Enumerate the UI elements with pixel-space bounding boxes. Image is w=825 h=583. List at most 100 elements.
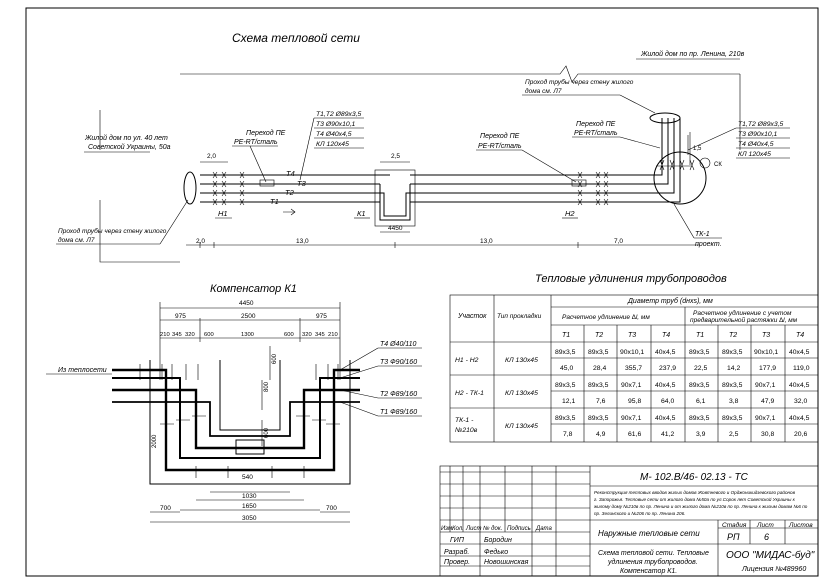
house-left-label-2: Советской Украины, 50а bbox=[88, 143, 171, 151]
svg-text:Подпись: Подпись bbox=[507, 526, 531, 532]
svg-text:Кол.: Кол. bbox=[452, 526, 464, 532]
svg-text:7,6: 7,6 bbox=[596, 398, 606, 405]
svg-text:89х3,5: 89х3,5 bbox=[689, 382, 710, 389]
svg-text:89х3,5: 89х3,5 bbox=[689, 415, 710, 422]
transition-right: Переход ПЕ bbox=[576, 120, 616, 128]
svg-text:Т2: Т2 bbox=[595, 332, 603, 339]
license: Лицензия №489960 bbox=[741, 566, 806, 573]
dim-4450: 4450 bbox=[239, 300, 254, 307]
compensator-loop bbox=[379, 184, 411, 221]
sheet-title-1: Схема тепловой сети. Тепловые bbox=[598, 549, 709, 557]
svg-text:Т1 Ф89/160: Т1 Ф89/160 bbox=[380, 409, 417, 416]
svg-text:355,7: 355,7 bbox=[625, 365, 642, 372]
svg-text:Н2 - ТК-1: Н2 - ТК-1 bbox=[455, 390, 484, 397]
transition-right-2: PE-RT/сталь bbox=[574, 130, 618, 137]
col-section: Участок bbox=[457, 313, 487, 320]
prov-role: Провер. bbox=[444, 559, 470, 566]
pass-left-label: Проход трубы через стену жилого bbox=[58, 227, 167, 235]
compensator-pipe-labels: Т4 Ø40/110 Т3 Ф90/160 Т2 Ф89/160 Т1 Ф89/… bbox=[339, 341, 422, 417]
svg-text:90х10,1: 90х10,1 bbox=[620, 349, 644, 356]
company-name: ООО "МИДАС-буд" bbox=[726, 549, 815, 561]
pass-right-label-2: дома см. Л7 bbox=[525, 87, 562, 95]
svg-text:89х3,5: 89х3,5 bbox=[722, 415, 743, 422]
svg-text:1300: 1300 bbox=[241, 332, 254, 338]
dim-700-right: 700 bbox=[326, 505, 337, 512]
pipe-heads: Т1 Т2 Т3 Т4 Т1 Т2 Т3 Т4 bbox=[562, 332, 804, 339]
pipe-label-t2: Т2 bbox=[285, 188, 295, 197]
svg-text:90х7,1: 90х7,1 bbox=[755, 415, 776, 422]
dim-2-0-bottom: 2,0 bbox=[196, 238, 205, 245]
svg-text:89х3,5: 89х3,5 bbox=[588, 349, 609, 356]
transition-left: Переход ПЕ bbox=[246, 129, 286, 137]
svg-text:89х3,5: 89х3,5 bbox=[722, 349, 743, 356]
svg-text:Т1: Т1 bbox=[696, 332, 704, 339]
dim-2500: 2500 bbox=[241, 313, 256, 320]
svg-text:Т3: Т3 bbox=[762, 332, 770, 339]
svg-text:345: 345 bbox=[315, 332, 325, 338]
house-left-label: Жилой дом по ул. 40 лет bbox=[84, 134, 168, 142]
svg-text:Т3 Ø90х10,1: Т3 Ø90х10,1 bbox=[316, 121, 356, 128]
sk-valve-icon bbox=[699, 157, 711, 169]
svg-text:89х3,5: 89х3,5 bbox=[555, 415, 576, 422]
transition-mid: Переход ПЕ bbox=[480, 132, 520, 140]
svg-text:89х3,5: 89х3,5 bbox=[689, 349, 710, 356]
dim-800: 800 bbox=[264, 381, 270, 392]
dim-975-right: 975 bbox=[316, 313, 327, 320]
svg-text:№ док.: № док. bbox=[483, 525, 502, 532]
network-scheme: Схема тепловой сети Жилой дом по ул. 40 … bbox=[56, 31, 790, 263]
col-diam: Диаметр труб (dнхs), мм bbox=[627, 297, 713, 305]
house-left-wall bbox=[99, 110, 180, 263]
dim-1-5: 1,5 bbox=[693, 146, 702, 152]
table-row: ТК-1 - №210в КЛ 130х45 89х3,5 89х3,5 90х… bbox=[455, 415, 810, 438]
sheet-frame bbox=[25, 7, 819, 577]
wall-pass-right bbox=[649, 112, 681, 124]
sheet-title-2: удлинения трубопроводов. bbox=[607, 558, 698, 566]
svg-text:40х4,5: 40х4,5 bbox=[655, 415, 676, 422]
doc-code: М- 102.В/46- 02.13 - ТС bbox=[640, 472, 749, 483]
prov-name: Новошинская bbox=[484, 559, 529, 566]
svg-text:Т2 Ф89/160: Т2 Ф89/160 bbox=[380, 391, 417, 398]
razr-role: Разраб. bbox=[444, 548, 469, 556]
gip-role: ГИП bbox=[450, 537, 465, 544]
svg-text:ТК-1 -: ТК-1 - bbox=[455, 417, 474, 424]
svg-text:320: 320 bbox=[185, 332, 195, 338]
house-right-label: Жилой дом по пр. Ленина, 210в bbox=[640, 50, 745, 58]
svg-text:95,8: 95,8 bbox=[628, 398, 641, 405]
node-n2: Н2 bbox=[565, 209, 575, 218]
svg-text:КЛ 130х45: КЛ 130х45 bbox=[505, 423, 538, 430]
dim-3050: 3050 bbox=[242, 515, 257, 522]
pipe-label-t4: Т4 bbox=[286, 169, 295, 178]
dim-1650: 1650 bbox=[242, 503, 257, 510]
svg-text:Дата: Дата bbox=[535, 526, 552, 532]
dim-540: 540 bbox=[242, 474, 253, 481]
svg-text:61,6: 61,6 bbox=[628, 431, 641, 438]
from-network-label: Из теплосети bbox=[58, 367, 107, 374]
network-title: Схема тепловой сети bbox=[232, 31, 360, 45]
svg-text:Лист: Лист bbox=[465, 526, 481, 532]
col-calc2: Расчетное удлинение с учетом bbox=[693, 309, 792, 317]
pipe-supports-left bbox=[212, 171, 275, 206]
svg-text:Т4 Ø40х4,5: Т4 Ø40х4,5 bbox=[316, 131, 352, 138]
svg-text:Т1,Т2 Ø89х3,5: Т1,Т2 Ø89х3,5 bbox=[316, 111, 362, 118]
dim-13-0-b: 13,0 bbox=[480, 238, 493, 245]
svg-text:40х4,5: 40х4,5 bbox=[655, 382, 676, 389]
svg-text:Т4 Ø40/110: Т4 Ø40/110 bbox=[380, 341, 417, 348]
stage-head: Стадия bbox=[722, 521, 747, 529]
project-description: Реконструкция тепловых вводов жилых домо… bbox=[593, 489, 808, 516]
svg-text:210: 210 bbox=[328, 332, 338, 338]
svg-text:40х4,5: 40х4,5 bbox=[789, 382, 810, 389]
dim-13-0-a: 13,0 bbox=[296, 238, 309, 245]
dim-2000: 2000 bbox=[152, 434, 158, 448]
compensator-drawing: Компенсатор К1 Из теплосети 4450 975 250… bbox=[46, 283, 422, 523]
svg-text:45,0: 45,0 bbox=[560, 365, 573, 372]
sheet-value: 6 bbox=[764, 532, 769, 542]
break-line-top bbox=[180, 65, 740, 83]
svg-text:Т3: Т3 bbox=[628, 332, 636, 339]
svg-text:КЛ 130х45: КЛ 130х45 bbox=[505, 390, 538, 397]
svg-text:6,1: 6,1 bbox=[696, 398, 706, 405]
svg-text:3,9: 3,9 bbox=[696, 431, 706, 438]
dim-2-0-top: 2,0 bbox=[207, 153, 216, 160]
svg-text:28,4: 28,4 bbox=[593, 365, 606, 372]
object-name: Наружные тепловые сети bbox=[598, 529, 700, 538]
